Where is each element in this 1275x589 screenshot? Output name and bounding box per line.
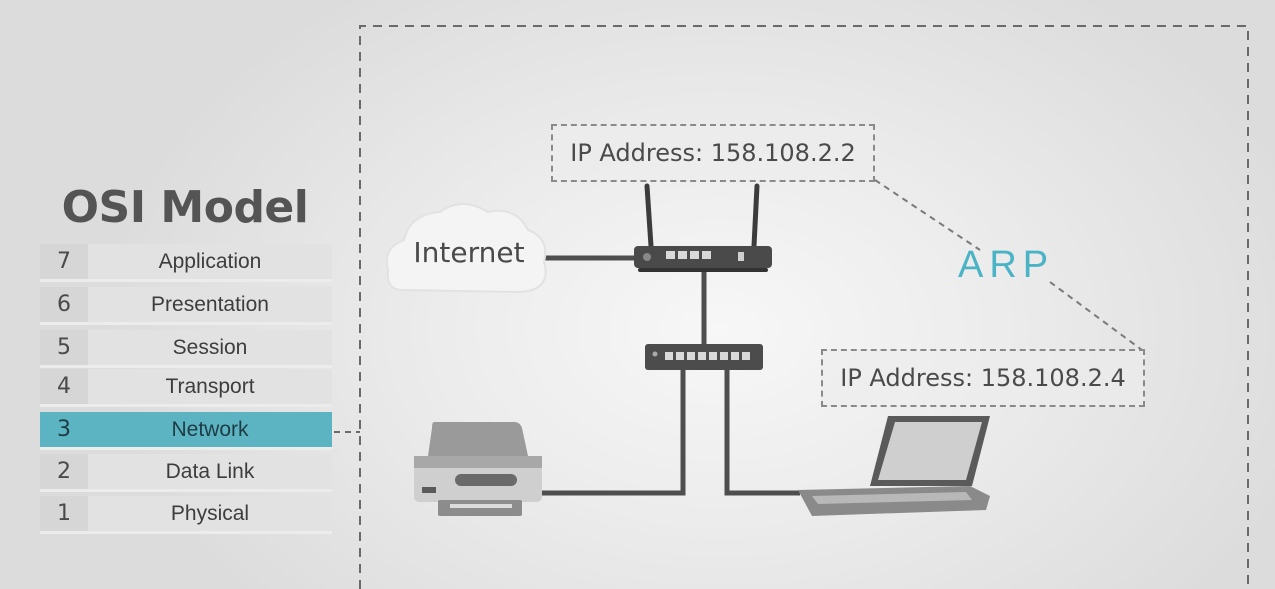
switch-icon [645, 344, 763, 370]
layer-number: 2 [40, 454, 88, 489]
osi-layer-row: 1 Physical [40, 496, 332, 534]
layer-name: Session [172, 335, 248, 359]
layer-number: 6 [40, 287, 88, 322]
cables [542, 255, 800, 496]
router-icon [634, 183, 772, 272]
arp-line-laptop [1049, 281, 1143, 351]
osi-layer-row: 2 Data Link [40, 454, 332, 492]
osi-layer-row: 7 Application [40, 244, 332, 282]
internet-label: Internet [413, 236, 525, 269]
layer-name: Transport [165, 374, 255, 398]
laptop-icon [798, 416, 990, 516]
layer-number: 1 [40, 496, 88, 531]
layer-name: Network [171, 417, 249, 441]
layer-name: Presentation [151, 292, 269, 316]
osi-layer-row-active: 3 Network [40, 412, 332, 450]
arp-line-router [874, 179, 981, 251]
laptop-ip-box: IP Address: 158.108.2.4 [821, 349, 1145, 407]
frame-border [359, 25, 1249, 589]
osi-layer-row: 5 Session [40, 330, 332, 368]
router-ip-box: IP Address: 158.108.2.2 [551, 124, 875, 182]
osi-model-title: OSI Model [61, 182, 309, 233]
layer-number: 4 [40, 369, 88, 404]
layer-name: Physical [170, 501, 250, 525]
layer-name: Data Link [165, 459, 255, 483]
printer-icon [414, 422, 542, 516]
layer-name: Application [158, 249, 262, 273]
layer-number: 3 [40, 412, 88, 447]
layer-number: 7 [40, 244, 88, 279]
cloud-icon [385, 203, 547, 294]
layer-number: 5 [40, 330, 88, 365]
osi-layer-row: 6 Presentation [40, 287, 332, 325]
osi-layer-row: 4 Transport [40, 369, 332, 407]
arp-label: ARP [958, 244, 1055, 286]
